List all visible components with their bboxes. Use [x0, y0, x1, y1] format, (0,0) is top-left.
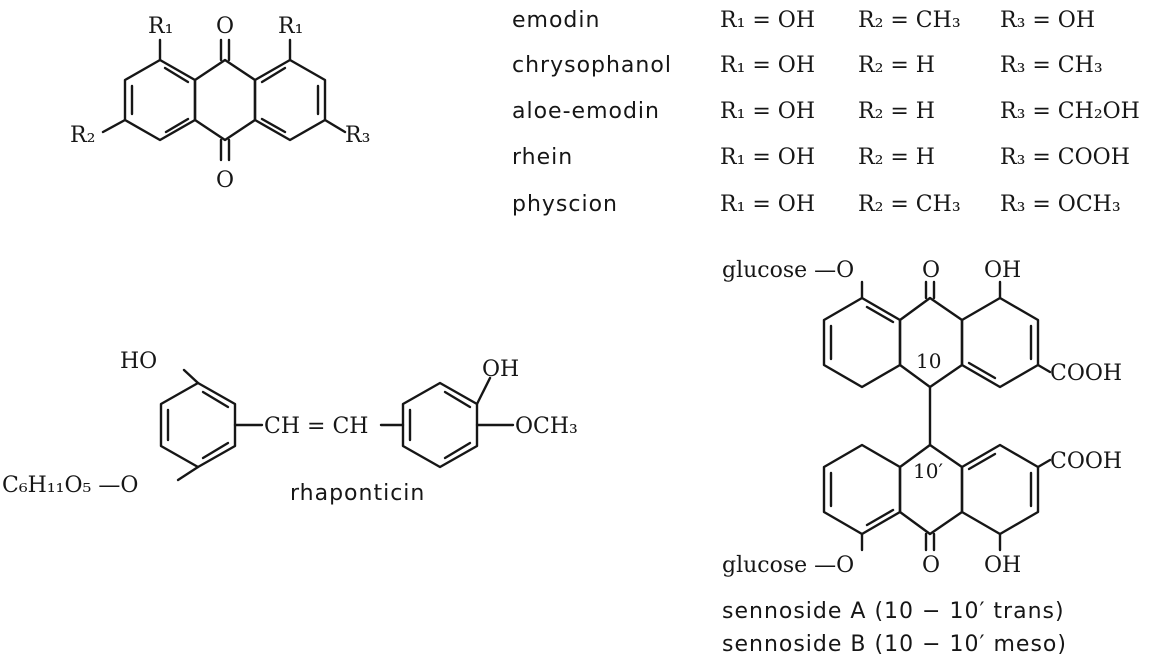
right-ring-double-bond — [260, 117, 287, 134]
right-ring-double-bond — [260, 66, 287, 84]
sugar-label: C₆H₁₁O₅ —O — [2, 473, 138, 498]
sennoside-top-left-ring — [822, 296, 902, 389]
oh-label: OH — [482, 357, 519, 382]
rhaponticin-left-double-bond — [201, 390, 230, 409]
table-row-emodin: emodin R₁ = OH R₂ = CH₃ R₃ = OH — [512, 8, 1095, 33]
compound-name: chrysophanol — [512, 53, 672, 78]
oxygen-top-label: O — [216, 14, 234, 39]
compound-name: emodin — [512, 8, 600, 33]
r3-value: R₃ = COOH — [1000, 145, 1130, 170]
top-right-double-bond — [967, 361, 997, 380]
table-row-chrysophanol: chrysophanol R₁ = OH R₂ = H R₃ = CH₃ — [512, 53, 1103, 78]
bottom-left-double-bond — [865, 508, 895, 527]
sennoside-b-caption: sennoside B (10 − 10′ meso) — [722, 632, 1067, 657]
r3-value: R₃ = CH₃ — [1000, 53, 1103, 78]
rhaponticin-structure: HO CH = CH OH OCH₃ C₆H₁₁O₅ —O rhapontici… — [2, 349, 578, 506]
left-ring-double-bond — [164, 117, 190, 134]
table-row-aloe-emodin: aloe-emodin R₁ = OH R₂ = H R₃ = CH₂OH — [512, 99, 1140, 124]
compound-name: aloe-emodin — [512, 99, 660, 124]
r2-value: R₂ = CH₃ — [858, 8, 961, 33]
table-row-rhein: rhein R₁ = OH R₂ = H R₃ = COOH — [512, 145, 1130, 170]
r1-value: R₁ = OH — [720, 192, 815, 217]
bottom-oh-label: OH — [984, 553, 1021, 578]
top-glucose-label: glucose —O — [722, 258, 854, 283]
r2-label: R₂ — [70, 123, 95, 148]
r1-left-label: R₁ — [148, 14, 173, 39]
rhaponticin-left-ring — [159, 381, 237, 469]
sugar-oxygen-bond — [176, 465, 200, 482]
r3-value: R₃ = CH₂OH — [1000, 99, 1140, 124]
anthraquinone-left-ring — [123, 58, 197, 142]
anthraquinone-structure: R₁ R₁ O O R₂ R₃ — [70, 14, 370, 193]
top-oxygen-label: O — [922, 258, 940, 283]
sennoside-bottom-right-ring — [960, 443, 1040, 536]
och3-label: OCH₃ — [515, 414, 578, 439]
oh-bond — [475, 376, 492, 406]
compound-name: rhein — [512, 145, 573, 170]
r1-value: R₁ = OH — [720, 53, 815, 78]
sennoside-top-center-ring — [898, 296, 964, 389]
rhaponticin-left-double-bond — [201, 441, 230, 460]
r3-value: R₃ = OCH₃ — [1000, 192, 1121, 217]
c10-label: 10 — [916, 349, 941, 373]
c10-prime-label: 10′ — [913, 459, 943, 483]
r1-right-label: R₁ — [278, 14, 303, 39]
r2-value: R₂ = H — [858, 145, 935, 170]
r2-value: R₂ = H — [858, 99, 935, 124]
top-oh-label: OH — [984, 258, 1021, 283]
rhaponticin-right-ring — [401, 381, 479, 469]
r3-bond — [323, 118, 347, 134]
ho-label: HO — [120, 349, 157, 374]
sennoside-structure: glucose —O O OH COOH 10 10′ COOH glucose… — [722, 258, 1122, 657]
top-cooh-label: COOH — [1050, 361, 1122, 386]
r3-label: R₃ — [345, 123, 370, 148]
left-ring-double-bond — [163, 66, 190, 84]
r2-bond — [101, 118, 127, 134]
anthraquinone-right-ring — [253, 58, 327, 142]
bridge-label: CH = CH — [264, 414, 368, 439]
r2-value: R₂ = H — [858, 53, 935, 78]
rhaponticin-right-double-bond — [443, 441, 472, 460]
top-cooh-bond — [1036, 363, 1052, 374]
substituent-table: emodin R₁ = OH R₂ = CH₃ R₃ = OH chrysoph… — [512, 8, 1140, 217]
r1-value: R₁ = OH — [720, 8, 815, 33]
rhaponticin-right-double-bond — [443, 390, 472, 409]
r1-value: R₁ = OH — [720, 99, 815, 124]
r1-value: R₁ = OH — [720, 145, 815, 170]
r3-value: R₃ = OH — [1000, 8, 1095, 33]
anthraquinone-center-ring — [193, 58, 257, 142]
compound-name: physcion — [512, 192, 618, 217]
sennoside-bottom-left-ring — [822, 443, 902, 536]
bottom-oxygen-label: O — [922, 553, 940, 578]
top-left-double-bond — [865, 305, 895, 324]
sennoside-a-caption: sennoside A (10 − 10′ trans) — [722, 599, 1065, 624]
sennoside-top-right-ring — [960, 296, 1040, 389]
bottom-right-double-bond — [967, 452, 997, 471]
r2-value: R₂ = CH₃ — [858, 192, 961, 217]
bottom-glucose-label: glucose —O — [722, 553, 854, 578]
table-row-physcion: physcion R₁ = OH R₂ = CH₃ R₃ = OCH₃ — [512, 192, 1121, 217]
ho-bond — [182, 368, 200, 385]
oxygen-bottom-label: O — [216, 168, 234, 193]
bottom-cooh-label: COOH — [1050, 449, 1122, 474]
rhaponticin-name: rhaponticin — [290, 481, 425, 506]
bottom-cooh-bond — [1036, 458, 1052, 469]
